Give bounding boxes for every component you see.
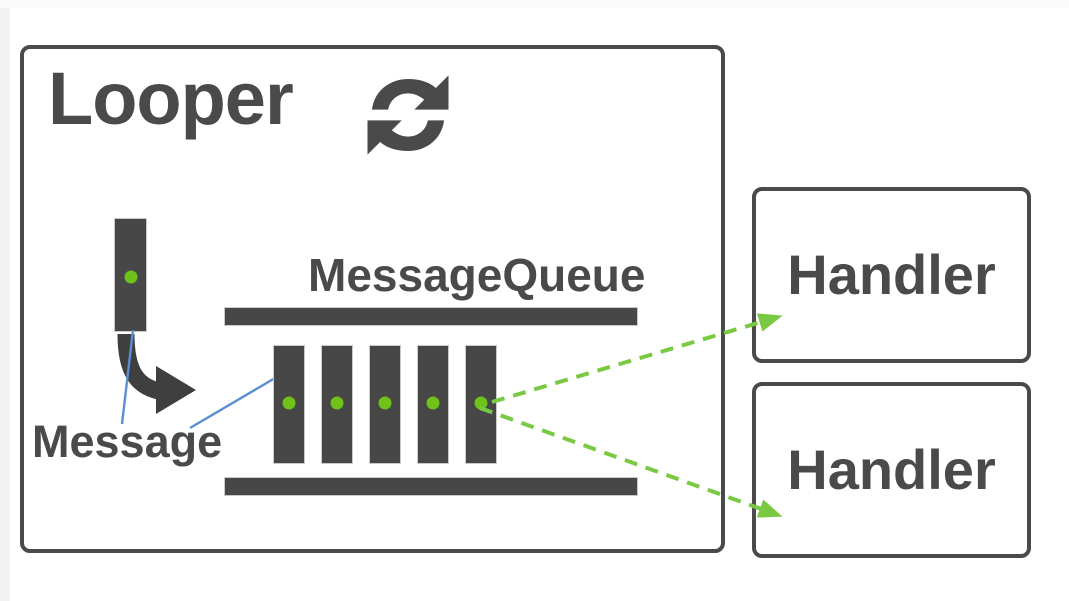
message-flow-arrow-icon xyxy=(117,333,196,414)
message-queue-rail-top xyxy=(224,307,638,326)
queue-slot-4 xyxy=(417,345,449,464)
message-dot xyxy=(426,396,440,410)
handler-box-1: Handler xyxy=(752,187,1031,363)
handler-label: Handler xyxy=(787,438,996,501)
queue-slot-3 xyxy=(369,345,401,464)
handler-label: Handler xyxy=(787,243,996,306)
queue-slot-1 xyxy=(273,345,305,464)
message-dot xyxy=(378,396,392,410)
message-label: Message xyxy=(32,416,223,467)
loop-refresh-icon xyxy=(367,75,449,155)
handler-box-2: Handler xyxy=(752,382,1031,558)
message-dot xyxy=(124,270,137,284)
queue-slot-2 xyxy=(321,345,353,464)
looper-title: Looper xyxy=(48,57,294,140)
message-dot xyxy=(474,396,488,410)
message-queue-rail-bottom xyxy=(224,477,638,496)
queue-slot-5 xyxy=(465,345,497,464)
message-queue-label: MessageQueue xyxy=(308,249,646,301)
pending-message-block xyxy=(114,218,147,332)
page-edge-tint-top xyxy=(0,0,1069,8)
message-dot xyxy=(330,396,344,410)
message-queue-slots xyxy=(273,345,513,464)
page-edge-tint-left xyxy=(0,0,10,601)
message-dot xyxy=(282,396,296,410)
